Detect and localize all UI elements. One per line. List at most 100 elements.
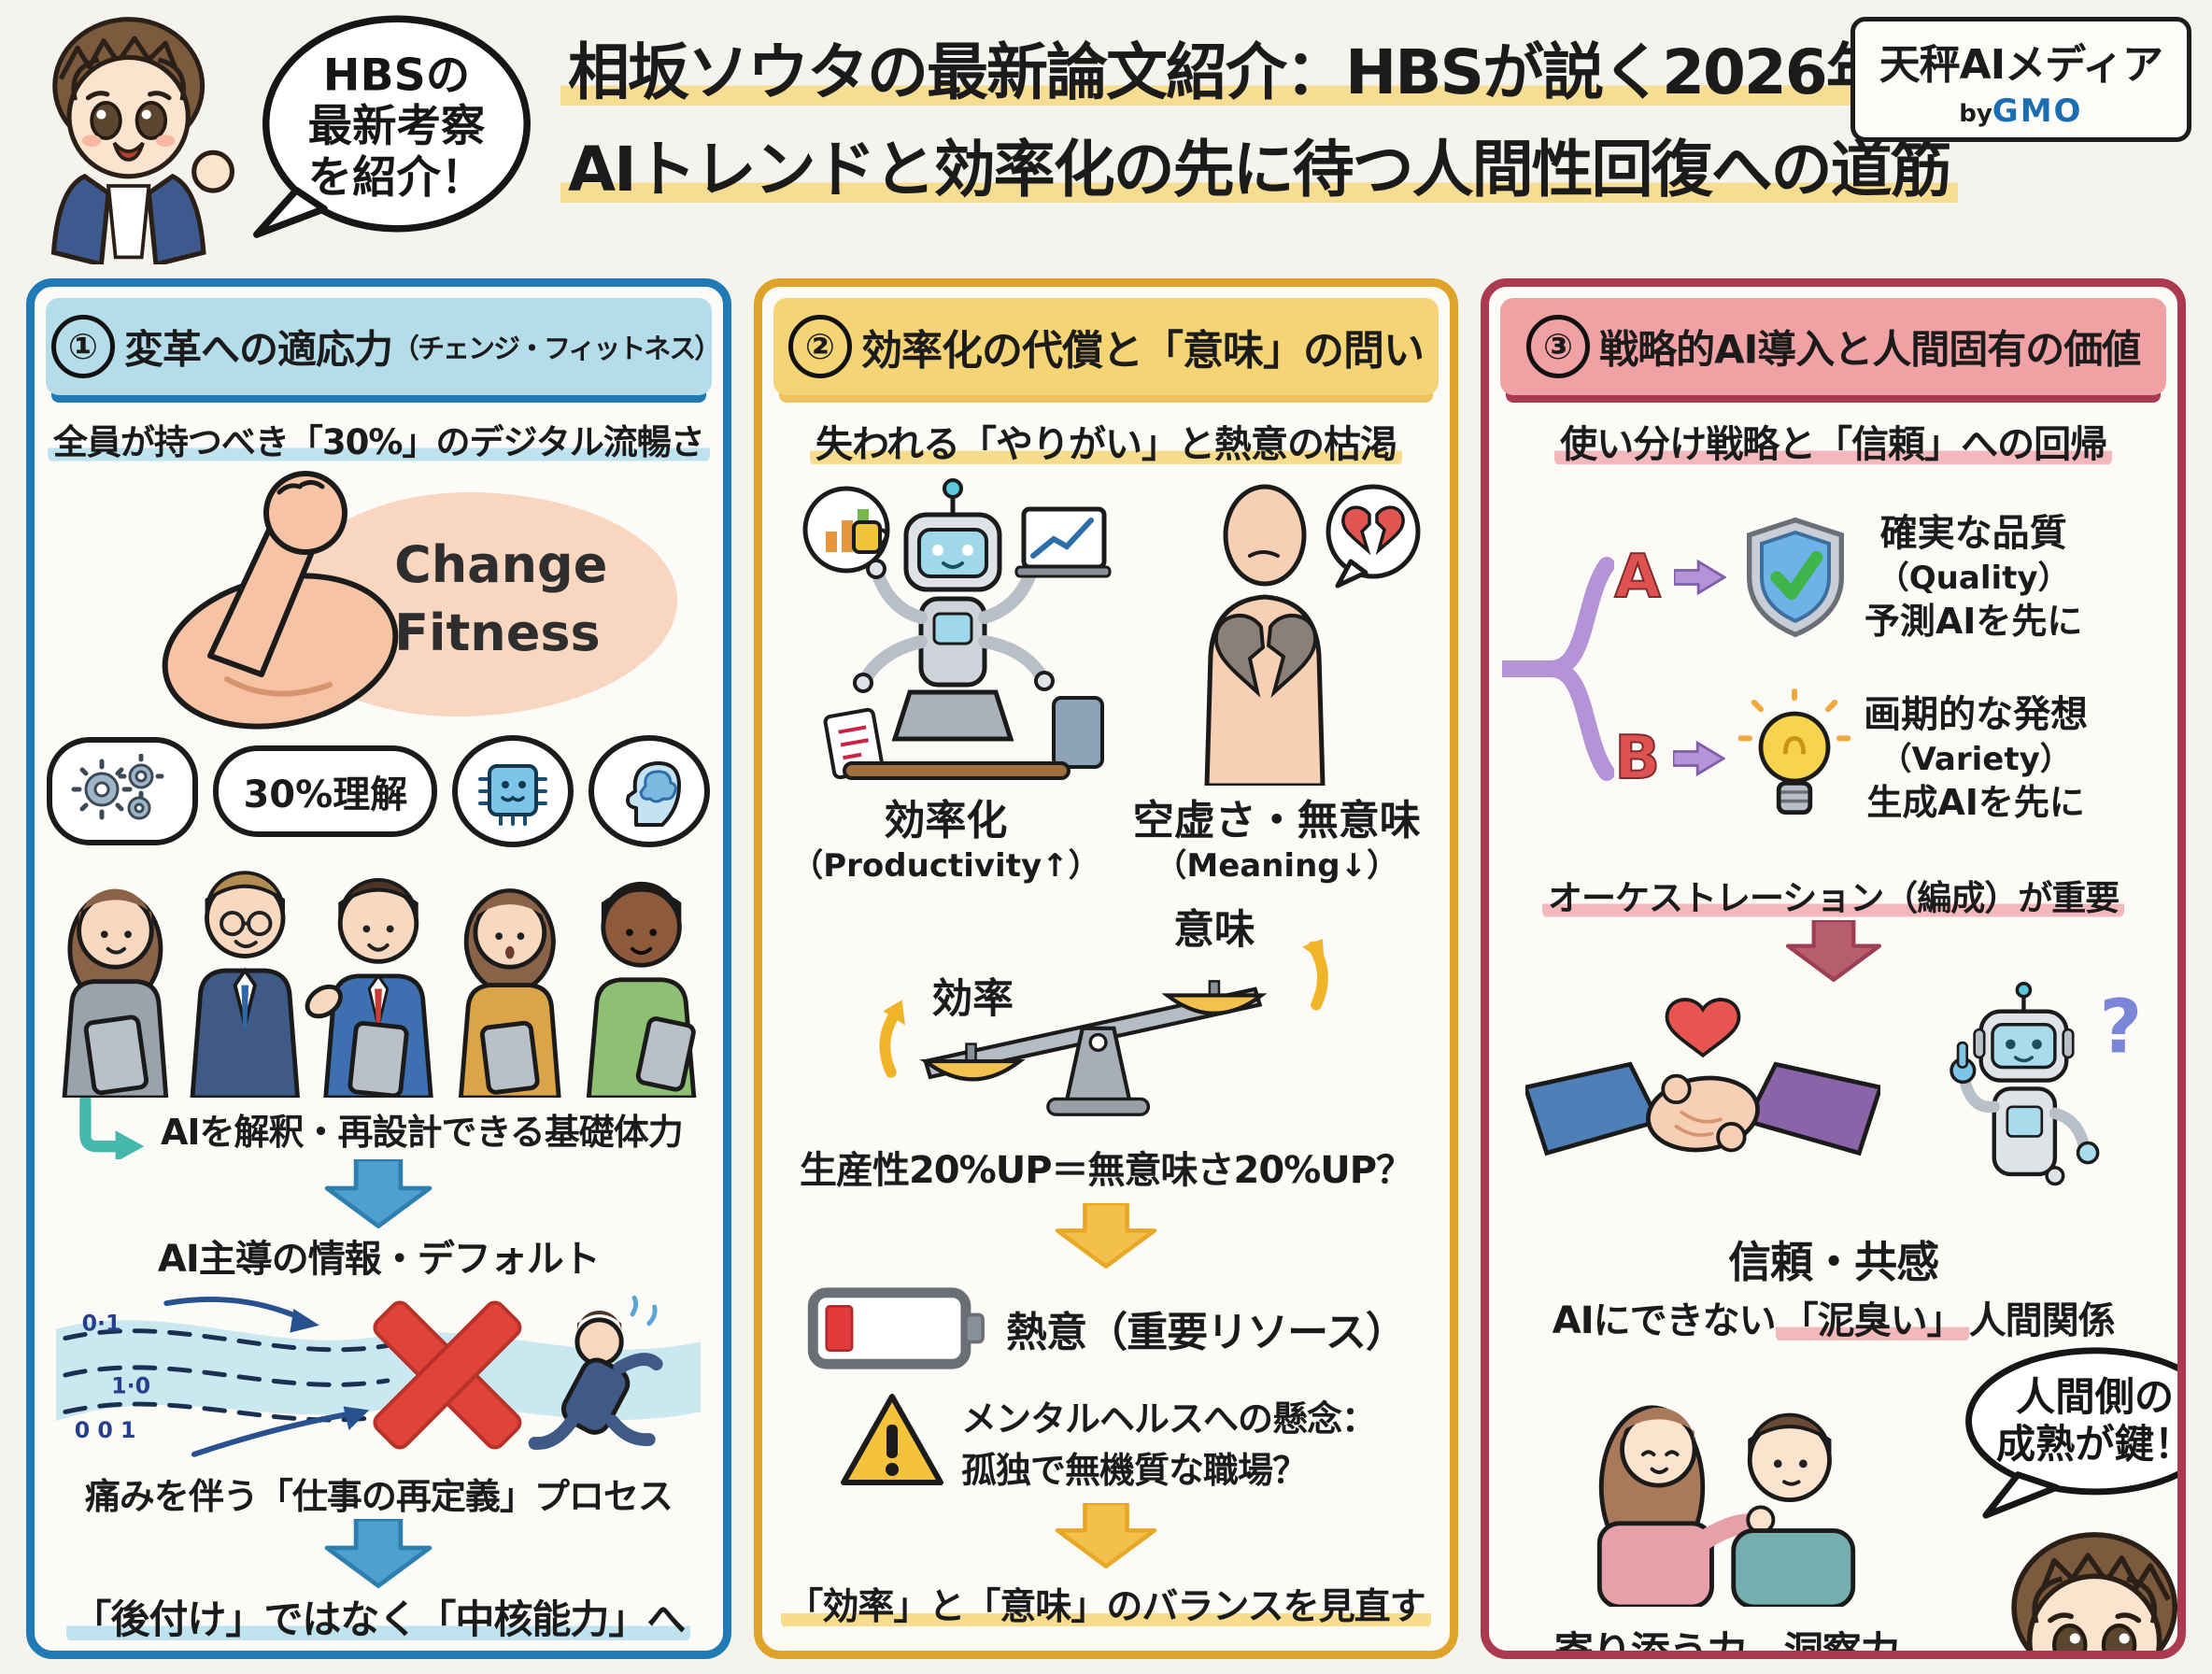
brain-icon <box>626 760 682 827</box>
person <box>305 878 434 1098</box>
point1-text: AIを解釈・再設計できる基礎体力 <box>160 1111 684 1153</box>
branch-text-a: 確実な品質 （Quality） 予測AIを先に <box>1864 512 2083 643</box>
branch-diagram: A 確実な品質 （Quality） 予測AIを先に <box>1502 468 2164 870</box>
couple-icon <box>1597 1405 1856 1607</box>
column2-body: 失われる「やりがい」と熱意の枯渇 <box>762 395 1451 1651</box>
speech-bubble: HBSの 最新考察 を紹介！ <box>253 15 531 238</box>
title-line-1: 相坂ソウタの最新論文紹介：HBSが説く2026年の <box>560 24 1953 121</box>
multiarm-robot-icon <box>802 477 1112 780</box>
question-mark: ? <box>2100 984 2142 1071</box>
warning-icon <box>841 1394 943 1486</box>
thought-bubbles: 30%理解 <box>47 735 711 847</box>
efficiency-labels: 効率化 （Productivity↑） 空虚さ・無意味 （Meaning↓） <box>775 795 1438 887</box>
data-stream-illustration: 0·11·00 0 1 <box>56 1295 702 1457</box>
column1-number: ① <box>51 315 115 378</box>
maturity-line2: 成熟が鍵！ <box>1996 1421 2186 1467</box>
label-productivity: 効率化 （Productivity↑） <box>791 796 1100 885</box>
title-line-2: AIトレンドと効率化の先に待つ人間性回復への道筋 <box>560 121 1958 219</box>
swept-person-icon <box>528 1295 663 1450</box>
branch-b: B <box>1613 688 2164 829</box>
logo-byline: byGMO <box>1959 92 2083 130</box>
gears-bubble <box>47 737 199 845</box>
column1-title: 変革への適応力 <box>124 326 393 373</box>
down-arrow-icon <box>1055 1503 1157 1569</box>
tablet-icon <box>636 1016 697 1092</box>
change-fitness-label: Change Fitness <box>394 535 608 662</box>
battery-row: 熱意（重要リソース） <box>806 1277 1407 1380</box>
logo-badge: 天秤AIメディア byGMO <box>1850 17 2191 142</box>
column1-point1: AIを解釈・再設計できる基礎体力 <box>75 1098 684 1159</box>
person <box>62 888 169 1098</box>
column2-number: ② <box>788 315 852 378</box>
point3-text: 痛みを伴う「仕事の再定義」プロセス <box>84 1476 674 1517</box>
column3-bottom: 寄り添う力、洞察力 「トランザクション」から 「クラフト」へ 人間側の 成熟が鍵… <box>1502 1344 2178 1651</box>
svg-text:1·0: 1·0 <box>111 1373 150 1399</box>
speech-bubble-line3: を紹介！ <box>308 152 486 204</box>
column2-conclusion: 「効率」と「意味」のバランスを見直す <box>781 1578 1431 1630</box>
presenter-avatar <box>50 17 234 264</box>
balance-scale-icon: 効率 意味 <box>879 906 1328 1116</box>
column3-bottom-right: 人間側の 成熟が鍵！ <box>1950 1344 2186 1651</box>
brain-bubble <box>588 735 711 847</box>
gmo-brand: GMO <box>1992 92 2083 130</box>
person <box>459 888 561 1098</box>
column3-title: 戦略的AI導入と人間固有の価値 <box>1599 326 2141 373</box>
flexed-arm-icon <box>162 471 399 730</box>
stream-icon <box>56 1320 702 1422</box>
branch-a: A 確実な品質 （Quality） 予測AIを先に <box>1613 509 2164 645</box>
column1-subtitle: 全員が持つべき「30%」のデジタル流暢さ <box>47 414 710 464</box>
up-arrow-icon <box>879 1000 905 1078</box>
scale-left-label: 効率 <box>932 975 1014 1023</box>
label-meaning: 空虚さ・無意味 （Meaning↓） <box>1132 796 1421 885</box>
relationship-text: AIにできない「泥臭い」人間関係 <box>1552 1299 2116 1342</box>
tablet-icon <box>84 1014 149 1096</box>
branch-text-b: 画期的な発想 （Variety） 生成AIを先に <box>1864 692 2089 824</box>
scale-right-label: 意味 <box>1173 906 1255 954</box>
column2-subtitle: 失われる「やりがい」と熱意の枯渇 <box>810 414 1402 468</box>
battery-low-icon <box>807 1287 985 1370</box>
page-title: 相坂ソウタの最新論文紹介：HBSが説く2026年の AIトレンドと効率化の先に待… <box>560 24 1958 220</box>
empty-human-icon <box>1204 484 1421 786</box>
handshake-icon <box>1525 998 1880 1156</box>
robot-icon: ? <box>1950 982 2142 1186</box>
point2-text: AI主導の情報・デフォルト <box>157 1238 601 1281</box>
column3-number: ③ <box>1526 315 1591 378</box>
warning-row: メンタルヘルスへの懸念： 孤独で無機質な職場？ <box>836 1389 1377 1494</box>
column3-subtitle: 使い分け戦略と「信頼」への回帰 <box>1554 414 2113 468</box>
up-arrow-icon <box>1302 939 1328 1011</box>
branch-letter-a: A <box>1613 542 1662 613</box>
down-arrow-icon <box>1785 920 1881 982</box>
down-arrow-icon <box>325 1519 432 1588</box>
chip-bubble <box>452 735 574 847</box>
tablet-icon <box>347 1021 409 1098</box>
return-arrow-icon <box>79 1098 145 1159</box>
equation-text: 生産性20%UP＝無意味さ20%UP？ <box>799 1148 1413 1192</box>
maturity-line1: 人間側の <box>2016 1374 2174 1420</box>
warning-text: メンタルヘルスへの懸念： 孤独で無機質な職場？ <box>961 1398 1377 1492</box>
branch-rows: A 確実な品質 （Quality） 予測AIを先に <box>1613 509 2164 829</box>
column1-body: 全員が持つべき「30%」のデジタル流暢さ Change Fitness <box>35 395 723 1651</box>
muscle-illustration: Change Fitness <box>61 464 696 735</box>
logo-title: 天秤AIメディア <box>1879 41 2163 89</box>
branch-letter-b: B <box>1613 723 1661 794</box>
red-x-icon <box>373 1300 522 1450</box>
header: HBSの 最新考察 を紹介！ 相坂ソウタの最新論文紹介：HBSが説く2026年の… <box>0 0 2212 276</box>
branch-bracket-icon <box>1502 557 1615 781</box>
shield-check-icon <box>1746 517 1844 638</box>
lightbulb-icon <box>1738 688 1851 815</box>
down-arrow-icon <box>325 1159 432 1228</box>
column3-bottom-left: 寄り添う力、洞察力 「トランザクション」から 「クラフト」へ <box>1502 1371 1950 1651</box>
svg-text:0·1: 0·1 <box>82 1311 121 1337</box>
presenter-avatar-bottom <box>2011 1532 2178 1651</box>
speech-bubble-line2: 最新考察 <box>308 101 486 152</box>
broken-heart-icon <box>1340 505 1405 556</box>
gears-icon <box>71 754 164 820</box>
column3-body: 使い分け戦略と「信頼」への回帰 A <box>1489 395 2178 1651</box>
tablet-icon <box>480 1020 540 1095</box>
